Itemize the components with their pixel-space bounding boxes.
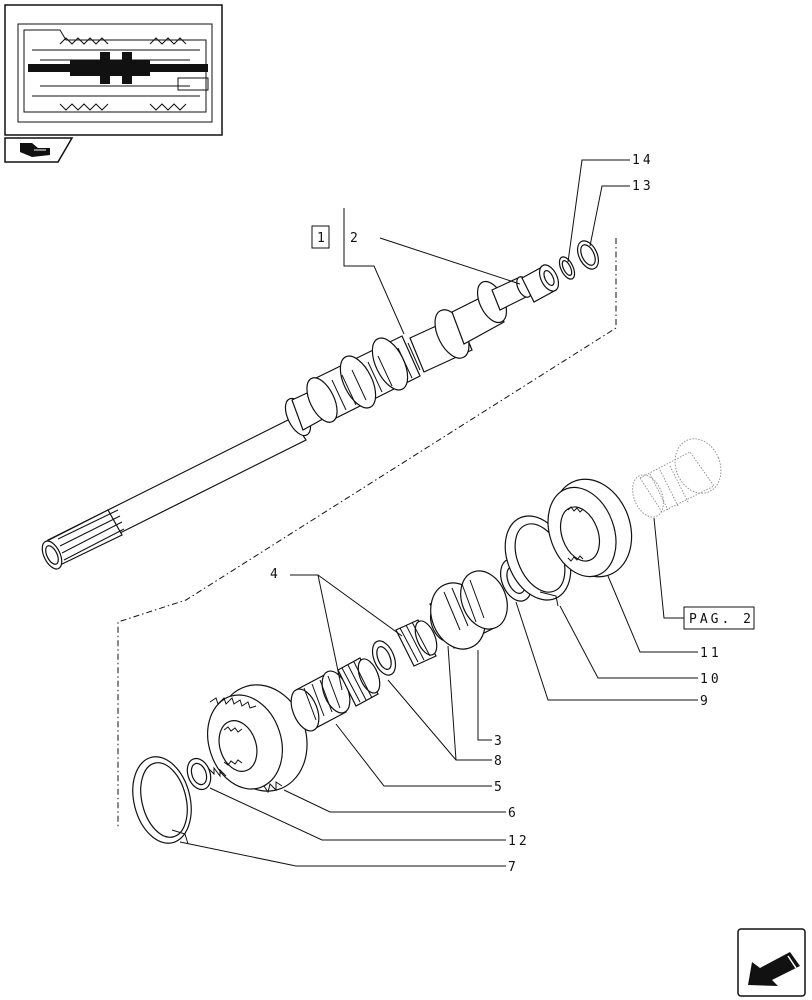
back-arrow-icon[interactable]: [737, 928, 806, 997]
assembly-outline: [117, 238, 617, 828]
gear-part-6: [207, 684, 308, 794]
callout-10: 10: [700, 672, 722, 687]
washer-part-12: [186, 757, 212, 791]
callout-13: 13: [632, 179, 654, 194]
gear-part-5: [290, 670, 351, 732]
callout-8: 8: [494, 754, 505, 769]
gear-part-3: [429, 570, 508, 650]
callout-2: 2: [350, 231, 361, 246]
callout-5: 5: [494, 780, 505, 795]
page-ref-label: PAG. 2: [689, 612, 754, 627]
needle-bearing-part-4a: [337, 657, 381, 707]
callout-7: 7: [508, 860, 519, 875]
ref-box-label: 1: [317, 231, 328, 246]
sleeve-part-11: [547, 478, 633, 578]
callout-12: 12: [508, 834, 530, 849]
ring-part-13: [576, 240, 600, 270]
callout-6: 6: [508, 806, 519, 821]
washer-part-8: [371, 640, 397, 676]
callout-3: 3: [494, 734, 505, 749]
snap-ring-part-7: [132, 756, 192, 845]
callout-11: 11: [700, 646, 722, 661]
reference-hub-ghost: [632, 438, 722, 518]
page-ref-box[interactable]: PAG. 2: [683, 606, 755, 630]
snap-ring-part-14: [558, 256, 576, 280]
needle-bearing-part-4b: [395, 619, 438, 667]
main-shaft: [41, 276, 532, 570]
callout-9: 9: [700, 694, 711, 709]
leader-lines: [179, 159, 698, 867]
transmission-overview-icon[interactable]: [4, 4, 223, 136]
bushing-part-2: [521, 264, 560, 303]
callout-4: 4: [270, 567, 281, 582]
ref-box-1[interactable]: 1: [311, 225, 330, 249]
callout-14: 14: [632, 153, 654, 168]
pointing-hand-icon[interactable]: [4, 137, 74, 163]
